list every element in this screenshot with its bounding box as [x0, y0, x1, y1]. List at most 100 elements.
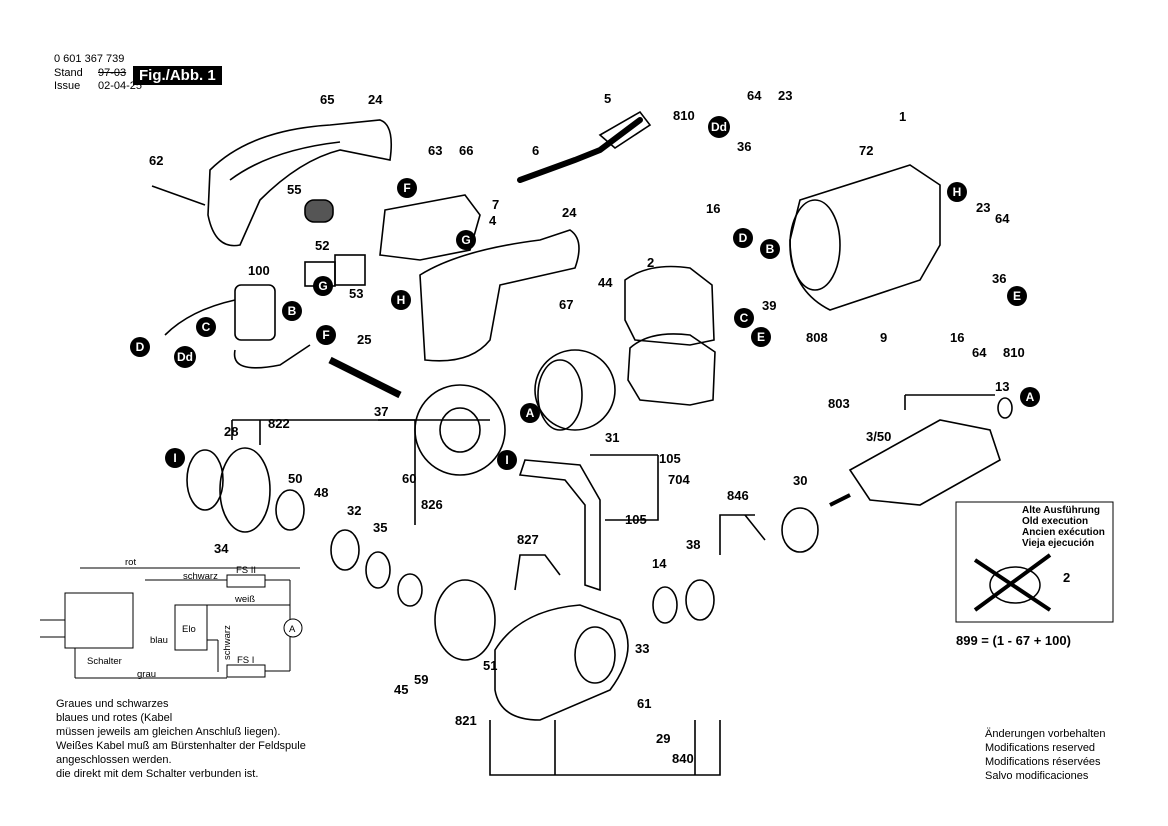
wire-label-schwarz-vertical: schwarz [222, 625, 233, 660]
part-number-label: 38 [686, 537, 700, 552]
connection-tag-label: Dd [177, 350, 193, 364]
part-number-label: 44 [598, 275, 613, 290]
handle-top-shape [207, 119, 393, 247]
connection-tag: D [130, 337, 150, 357]
connection-tag: Dd [708, 116, 730, 138]
bracket-846 [719, 514, 755, 555]
part-number-label: 704 [668, 472, 690, 487]
wire-label-elo: Elo [182, 624, 196, 635]
part-number: 0 601 367 739 [54, 53, 125, 65]
note-line: Änderungen vorbehalten [985, 728, 1106, 740]
connection-tag: C [734, 308, 754, 328]
connection-tag: A [1020, 387, 1040, 407]
connection-tag-label: I [173, 451, 176, 465]
connection-tag: I [165, 448, 185, 468]
bracket-ticks [554, 720, 696, 775]
connection-tag-label: Dd [711, 120, 727, 134]
ring-31-inner [537, 359, 583, 431]
gear-housing-821 [494, 604, 629, 721]
elo-module [174, 604, 208, 651]
flange-37 [414, 384, 506, 476]
connection-tag: F [316, 325, 336, 345]
issue-label: Issue [54, 80, 81, 92]
part-number-label: 14 [652, 556, 667, 571]
cable-100a [164, 299, 236, 336]
connection-tag: G [313, 276, 333, 296]
bracket-822 [231, 419, 490, 445]
connection-tag: I [497, 450, 517, 470]
suppressor-100 [234, 284, 276, 341]
note-line: Graues und schwarzes [56, 698, 169, 710]
connection-tag-label: E [757, 330, 765, 344]
spring-55 [304, 199, 334, 223]
part-number-label: 35 [373, 520, 387, 535]
connection-tag-label: B [766, 242, 775, 256]
wire-label-schalter: Schalter [87, 656, 122, 667]
part-number-label: 37 [374, 404, 388, 419]
part-number-label: 36 [992, 271, 1006, 286]
connection-tag-label: D [739, 231, 748, 245]
motor-symbol [283, 618, 303, 638]
part-number-label: 826 [421, 497, 443, 512]
part-number-label: 4 [489, 213, 497, 228]
part-number-label: 45 [394, 682, 408, 697]
part-number-label: 61 [637, 696, 651, 711]
wire-label-schwarz: schwarz [183, 571, 218, 582]
part-number-label: 822 [268, 416, 290, 431]
cable-100b [233, 344, 311, 369]
connection-tag-label: H [397, 293, 406, 307]
old-exec-fr: Ancien exécution [1022, 527, 1105, 538]
bracket-846b [744, 514, 766, 541]
part-number-label: 29 [656, 731, 670, 746]
old-coil-shape [989, 566, 1041, 604]
wire-label-fs2: FS II [236, 565, 256, 576]
connection-tag-label: H [953, 185, 962, 199]
connection-tag-label: F [322, 328, 329, 342]
part-number-label: 846 [727, 488, 749, 503]
gear-826 [434, 579, 496, 661]
connection-tag-label: C [740, 311, 749, 325]
part-number-label: 2 [1063, 570, 1070, 585]
bearing-13 [997, 397, 1013, 419]
wire-label-weiss: weiß [234, 594, 255, 605]
bracket-826 [378, 419, 416, 525]
part-number-label: 33 [635, 641, 649, 656]
part-number-label: 7 [492, 197, 499, 212]
issue-value: 02-04-25 [98, 80, 143, 92]
part-number-label: 67 [559, 297, 573, 312]
part-number-label: 66 [459, 143, 473, 158]
part-number-label: 24 [368, 92, 383, 107]
connection-tag-label: A [1026, 390, 1035, 404]
part-number-label: 55 [287, 182, 301, 197]
note-line: blaues und rotes (Kabel [56, 712, 173, 724]
part-number-label: 810 [673, 108, 695, 123]
connection-tag-label: G [461, 233, 470, 247]
part-number-label: 803 [828, 396, 850, 411]
part-number-label: 63 [428, 143, 442, 158]
wiring-note: Graues und schwarzes blaues und rotes (Ka… [56, 697, 306, 781]
part-number-label: 36 [737, 139, 751, 154]
part-number-label: 31 [605, 430, 619, 445]
note-line: angeschlossen werden. [56, 754, 172, 766]
connection-tag: E [751, 327, 771, 347]
part-number-label: 3/50 [866, 429, 891, 444]
part-number-label: 72 [859, 143, 873, 158]
bearing-35 [365, 551, 391, 589]
part-number-label: 53 [349, 286, 363, 301]
note-line: Weißes Kabel muß am Bürstenhalter der Fe… [56, 740, 306, 752]
part-number-label: 51 [483, 658, 497, 673]
connection-tag-label: D [136, 340, 145, 354]
part-number-label: 23 [778, 88, 792, 103]
cord-6 [517, 117, 643, 183]
connection-tag: Dd [174, 346, 196, 368]
connection-tag-label: F [403, 181, 410, 195]
part-number-label: 1 [899, 109, 906, 124]
stand-label: Stand [54, 67, 83, 79]
washer-826 [397, 573, 423, 607]
connection-tag: F [397, 178, 417, 198]
part-number-label: 59 [414, 672, 428, 687]
